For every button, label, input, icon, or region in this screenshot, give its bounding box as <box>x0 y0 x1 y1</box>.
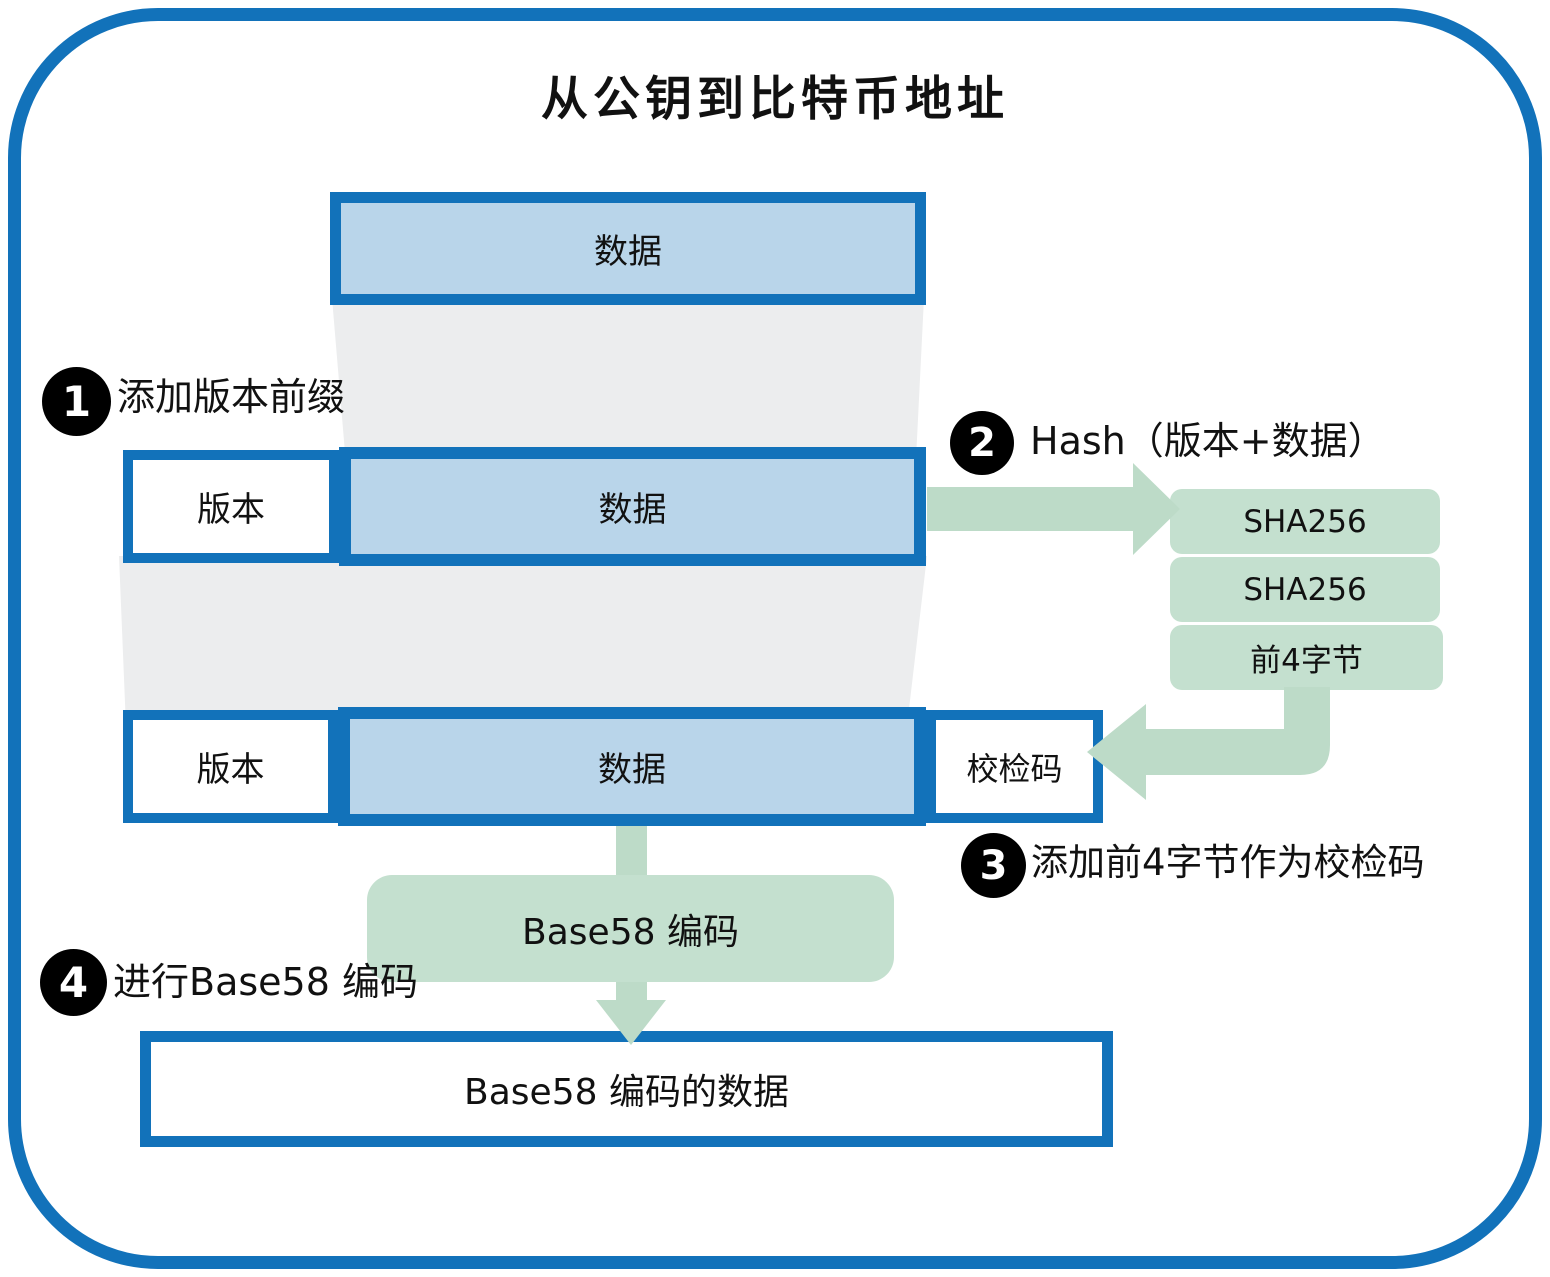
version-box-row2-label: 版本 <box>197 490 265 530</box>
step-1-badge: 1 <box>42 367 111 436</box>
version-box-row3-label: 版本 <box>196 750 265 790</box>
step-3-badge: 3 <box>961 833 1026 898</box>
data-box-row2: 数据 <box>339 447 926 566</box>
version-box-row3: 版本 <box>123 710 338 823</box>
diagram-rounded-border <box>8 8 1542 1269</box>
base58-encode-box-label: Base58 编码 <box>522 911 739 953</box>
checksum-box: 校检码 <box>926 710 1103 823</box>
diagram-title: 从公钥到比特币地址 <box>541 72 1009 127</box>
data-box-row3: 数据 <box>338 707 926 826</box>
step-2-number: 2 <box>968 420 996 466</box>
step-1-number: 1 <box>61 377 92 426</box>
base58-result-box: Base58 编码的数据 <box>140 1031 1113 1147</box>
first-4-bytes-box-label: 前4字节 <box>1250 643 1363 679</box>
version-box-row2: 版本 <box>123 450 339 563</box>
funnel-connector-middle <box>119 556 927 714</box>
data-box-row3-label: 数据 <box>598 750 666 790</box>
step-2-label: Hash（版本+数据） <box>1030 419 1386 463</box>
sha256-box-2: SHA256 <box>1170 557 1440 622</box>
data-box-row2-label: 数据 <box>598 490 667 530</box>
step-2-badge: 2 <box>950 411 1014 475</box>
step-4-badge: 4 <box>40 949 107 1016</box>
base58-result-box-label: Base58 编码的数据 <box>464 1072 789 1113</box>
checksum-box-label: 校检码 <box>966 749 1063 788</box>
step-3-number: 3 <box>979 842 1008 889</box>
data-box-top: 数据 <box>330 192 926 305</box>
funnel-connector-top <box>332 298 924 453</box>
base58-encode-box: Base58 编码 <box>367 875 894 982</box>
sha256-box-1: SHA256 <box>1170 489 1440 554</box>
sha256-box-2-label: SHA256 <box>1243 571 1367 608</box>
step-1-label: 添加版本前缀 <box>117 375 346 419</box>
sha256-box-1-label: SHA256 <box>1243 503 1367 540</box>
first-4-bytes-box: 前4字节 <box>1170 625 1443 690</box>
step-3-label: 添加前4字节作为校检码 <box>1031 841 1425 884</box>
data-box-top-label: 数据 <box>594 232 662 272</box>
step-4-number: 4 <box>58 958 89 1007</box>
step-4-label: 进行Base58 编码 <box>113 960 418 1004</box>
